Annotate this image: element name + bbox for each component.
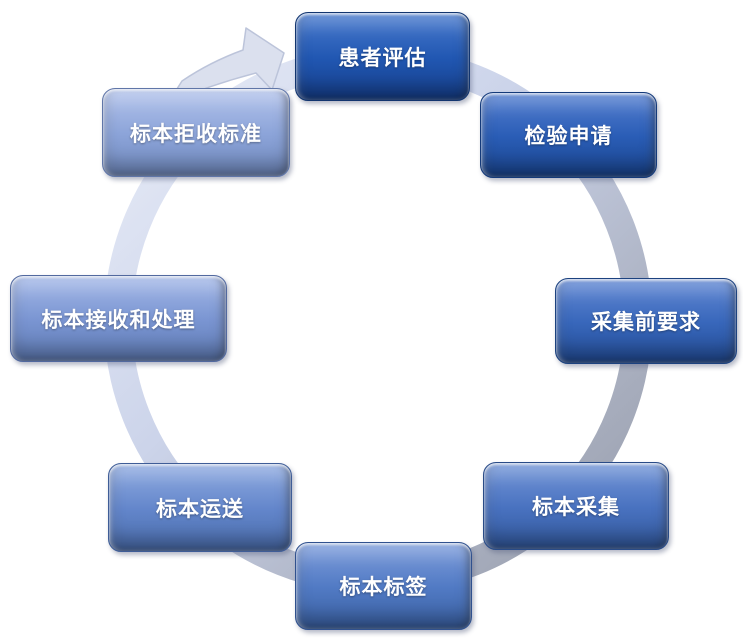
cycle-node-label: 标本运送 xyxy=(156,496,244,521)
cycle-node-label: 患者评估 xyxy=(338,45,427,70)
cycle-node-label: 标本拒收标准 xyxy=(130,121,262,146)
cycle-node-patient-assessment: 患者评估 xyxy=(295,12,470,101)
cycle-node-specimen-labeling: 标本标签 xyxy=(295,542,472,630)
cycle-node-specimen-rejection-criteria: 标本拒收标准 xyxy=(102,88,290,177)
cycle-node-label: 采集前要求 xyxy=(591,310,701,334)
cycle-node-specimen-collection: 标本采集 xyxy=(483,462,669,550)
cycle-node-label: 标本采集 xyxy=(532,495,620,519)
cycle-node-label: 检验申请 xyxy=(524,124,613,148)
cycle-node-specimen-transport: 标本运送 xyxy=(108,463,292,552)
cycle-node-pre-collection-requirements: 采集前要求 xyxy=(555,278,737,364)
cycle-node-test-request: 检验申请 xyxy=(480,92,657,178)
cycle-node-label: 标本标签 xyxy=(339,575,428,599)
cycle-node-label: 标本接收和处理 xyxy=(41,307,196,332)
cycle-node-specimen-receipt-processing: 标本接收和处理 xyxy=(10,275,227,362)
